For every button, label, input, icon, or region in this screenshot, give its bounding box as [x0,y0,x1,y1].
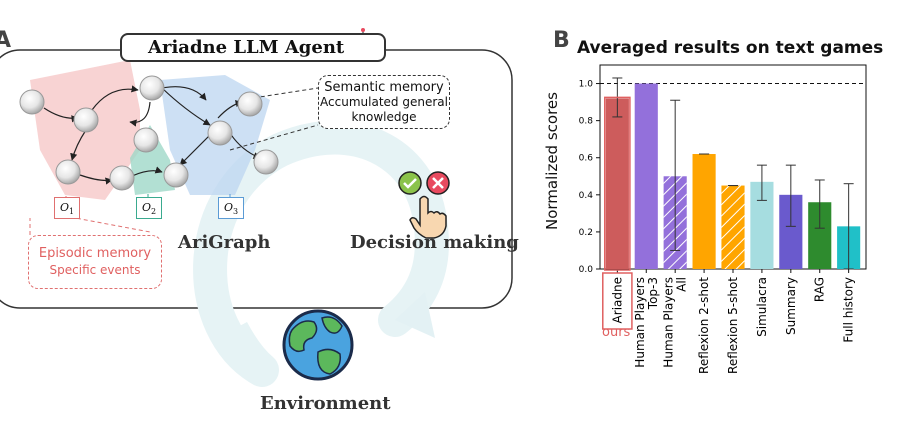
bar [605,98,629,269]
graph-node [133,127,159,153]
cycle-arrow [193,120,449,387]
graph-node [109,165,135,191]
semantic-memory-line1: Accumulated general [320,95,448,109]
x-tick-label: Reflexion 5-shot [726,277,740,374]
episodic-memory-box: Episodic memory Specific events [28,235,162,289]
graph-node [19,89,45,115]
obs-main: O [223,201,233,214]
panel-b-letter: B [553,28,570,53]
x-tick-label: Human Players [662,277,676,368]
graph-node [73,107,99,133]
episodic-memory-subtitle: Specific events [49,263,141,277]
bar [634,83,658,269]
y-tick-label: 0.0 [579,265,594,275]
x-tick-label: Summary [784,277,798,335]
x-tick-label-group: Full history [842,277,856,343]
semantic-memory-title: Semantic memory [324,80,444,95]
ours-label: ours [602,325,631,340]
y-tick-label: 0.8 [579,117,594,127]
bar-hatch [721,185,745,269]
graph-node [163,162,189,188]
earth-icon [282,309,354,381]
graph-node [207,120,233,146]
ours-highlight [602,272,633,330]
bar [750,181,774,269]
y-tick-label: 0.6 [579,154,594,164]
obs-sub: 2 [150,207,157,217]
x-tick-label-group: RAG [813,277,827,302]
x-tick-label-group: Reflexion 5-shot [726,277,740,374]
pointing-hand-icon [409,195,447,239]
cross-icon [426,171,450,195]
bar [779,194,803,269]
check-icon [398,171,422,195]
x-tick-label-group: Reflexion 2-shot [697,277,711,374]
bar [692,154,716,269]
ours-bar-highlight [604,96,631,271]
semantic-memory-line2: knowledge [351,110,417,124]
x-tick-label: Full history [842,277,856,343]
agent-diagram [0,28,513,387]
observation-o2: O2 [136,197,162,219]
obs-main: O [59,201,69,214]
obs-sub: 1 [68,207,75,217]
x-tick-label-group: Simulacra [755,277,769,337]
x-tick-label: Reflexion 2-shot [697,277,711,374]
x-tick-label: All [675,277,689,292]
agent-title-text: Ariadne LLM Agent [148,37,345,58]
observation-o3: O3 [218,197,244,219]
x-tick-label: Human Players [633,277,647,368]
graph-node [55,159,81,185]
graph-node [253,149,279,175]
x-tick-label: Top-3 [646,277,660,310]
y-tick-label: 0.2 [579,228,593,238]
episodic-memory-title: Episodic memory [38,246,152,261]
environment-label: Environment [260,393,391,414]
x-tick-label-group: Summary [784,277,798,335]
obs-sub: 3 [232,207,239,217]
arigraph-label: AriGraph [178,232,271,253]
graph-node [237,91,263,117]
y-tick-label: 0.4 [579,191,594,201]
semantic-memory-box: Semantic memory Accumulated general know… [318,75,450,129]
x-tick-label: Simulacra [755,277,769,337]
x-tick-label-group: Ariadne [610,277,624,323]
obs-main: O [141,201,151,214]
graph-node [139,75,165,101]
agent-title: Ariadne LLM Agent [120,33,387,62]
observation-o1: O1 [54,197,80,219]
x-tick-label: Ariadne [610,277,624,323]
y-tick-label: 1.0 [579,80,594,90]
chart-title: Averaged results on text games [577,38,884,58]
x-tick-label: RAG [813,277,827,302]
y-axis-label-text: Normalized scores [543,92,561,230]
bar [808,202,832,269]
decision-making-label: Decision making [350,232,519,253]
panel-a-letter: A [0,28,12,53]
